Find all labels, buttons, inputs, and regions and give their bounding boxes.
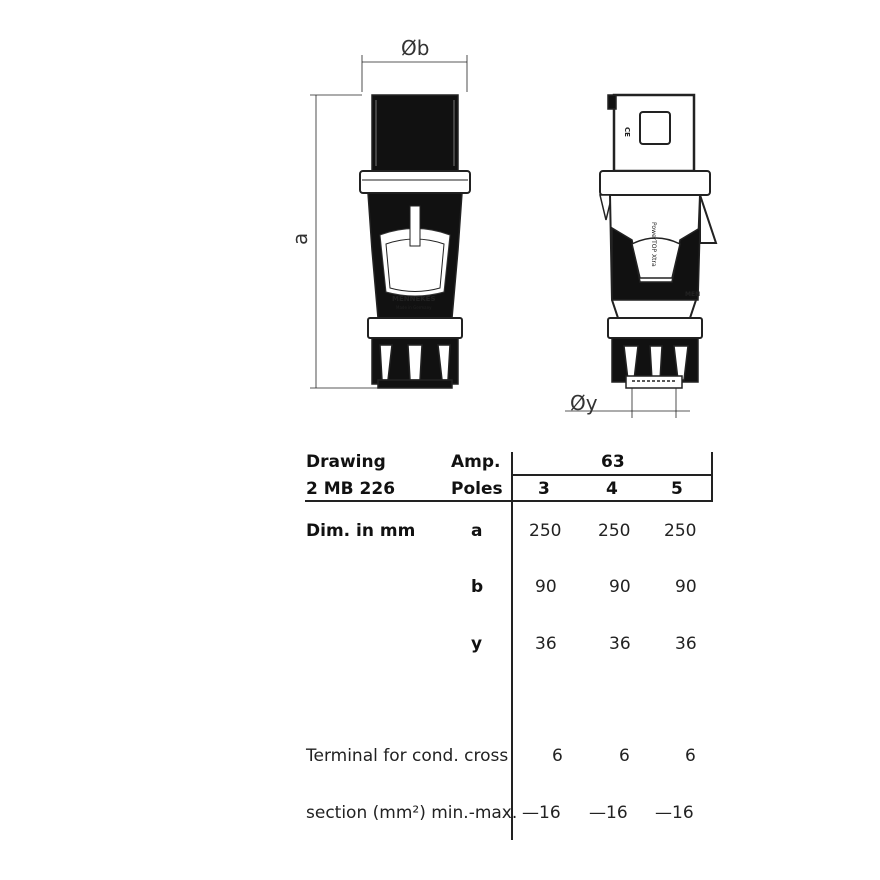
dim-label-b: Øb: [401, 36, 429, 60]
terminal-min-5: 6: [685, 746, 696, 766]
drawing-number: 2 MB 226: [306, 479, 396, 499]
terminal-min-4: 6: [619, 746, 630, 766]
value-y-3: 36: [535, 634, 557, 654]
value-b-3: 90: [535, 577, 557, 597]
dim-label: Dim. in mm: [306, 521, 416, 541]
side-brand-label: PowerTOP Xtra: [650, 222, 657, 267]
value-b-5: 90: [675, 577, 697, 597]
side-logo: MEN: [685, 291, 700, 298]
ce-mark: CE: [623, 127, 631, 137]
table-header-rule: [511, 474, 713, 476]
terminal-max-3: —16: [522, 803, 561, 823]
row-key-b: b: [471, 577, 484, 597]
amp-value: 63: [601, 452, 625, 472]
made-in-label: Made in Germany: [396, 305, 432, 310]
terminal-max-4: —16: [589, 803, 628, 823]
poles-label: Poles: [451, 479, 503, 499]
value-y-5: 36: [675, 634, 697, 654]
terminal-label-1: Terminal for cond. cross: [306, 746, 509, 766]
value-a-4: 250: [598, 521, 631, 541]
row-key-y: y: [471, 634, 483, 654]
value-y-4: 36: [609, 634, 631, 654]
value-b-4: 90: [609, 577, 631, 597]
front-view: MENNEKES Made in Germany: [310, 55, 471, 389]
dim-label-a: a: [288, 233, 312, 245]
table-divider-left: [511, 452, 513, 840]
value-a-5: 250: [664, 521, 697, 541]
pole-5: 5: [671, 479, 683, 499]
brand-logo: MENNEKES: [392, 295, 436, 303]
value-a-3: 250: [529, 521, 562, 541]
pole-4: 4: [606, 479, 618, 499]
pole-3: 3: [538, 479, 550, 499]
terminal-label-2: section (mm²) min.-max.: [306, 803, 518, 823]
amp-label: Amp.: [451, 452, 501, 472]
dim-label-y: Øy: [570, 391, 598, 415]
table-divider-right: [711, 452, 713, 502]
drawing-label: Drawing: [306, 452, 386, 472]
table-header-bottom-rule: [305, 500, 713, 502]
terminal-max-5: —16: [655, 803, 694, 823]
technical-drawing: MENNEKES Made in Germany CE PowerTOP Xtr…: [288, 36, 718, 418]
terminal-min-3: 6: [552, 746, 563, 766]
side-view: CE PowerTOP Xtra MEN: [565, 93, 718, 418]
row-key-a: a: [471, 521, 483, 541]
